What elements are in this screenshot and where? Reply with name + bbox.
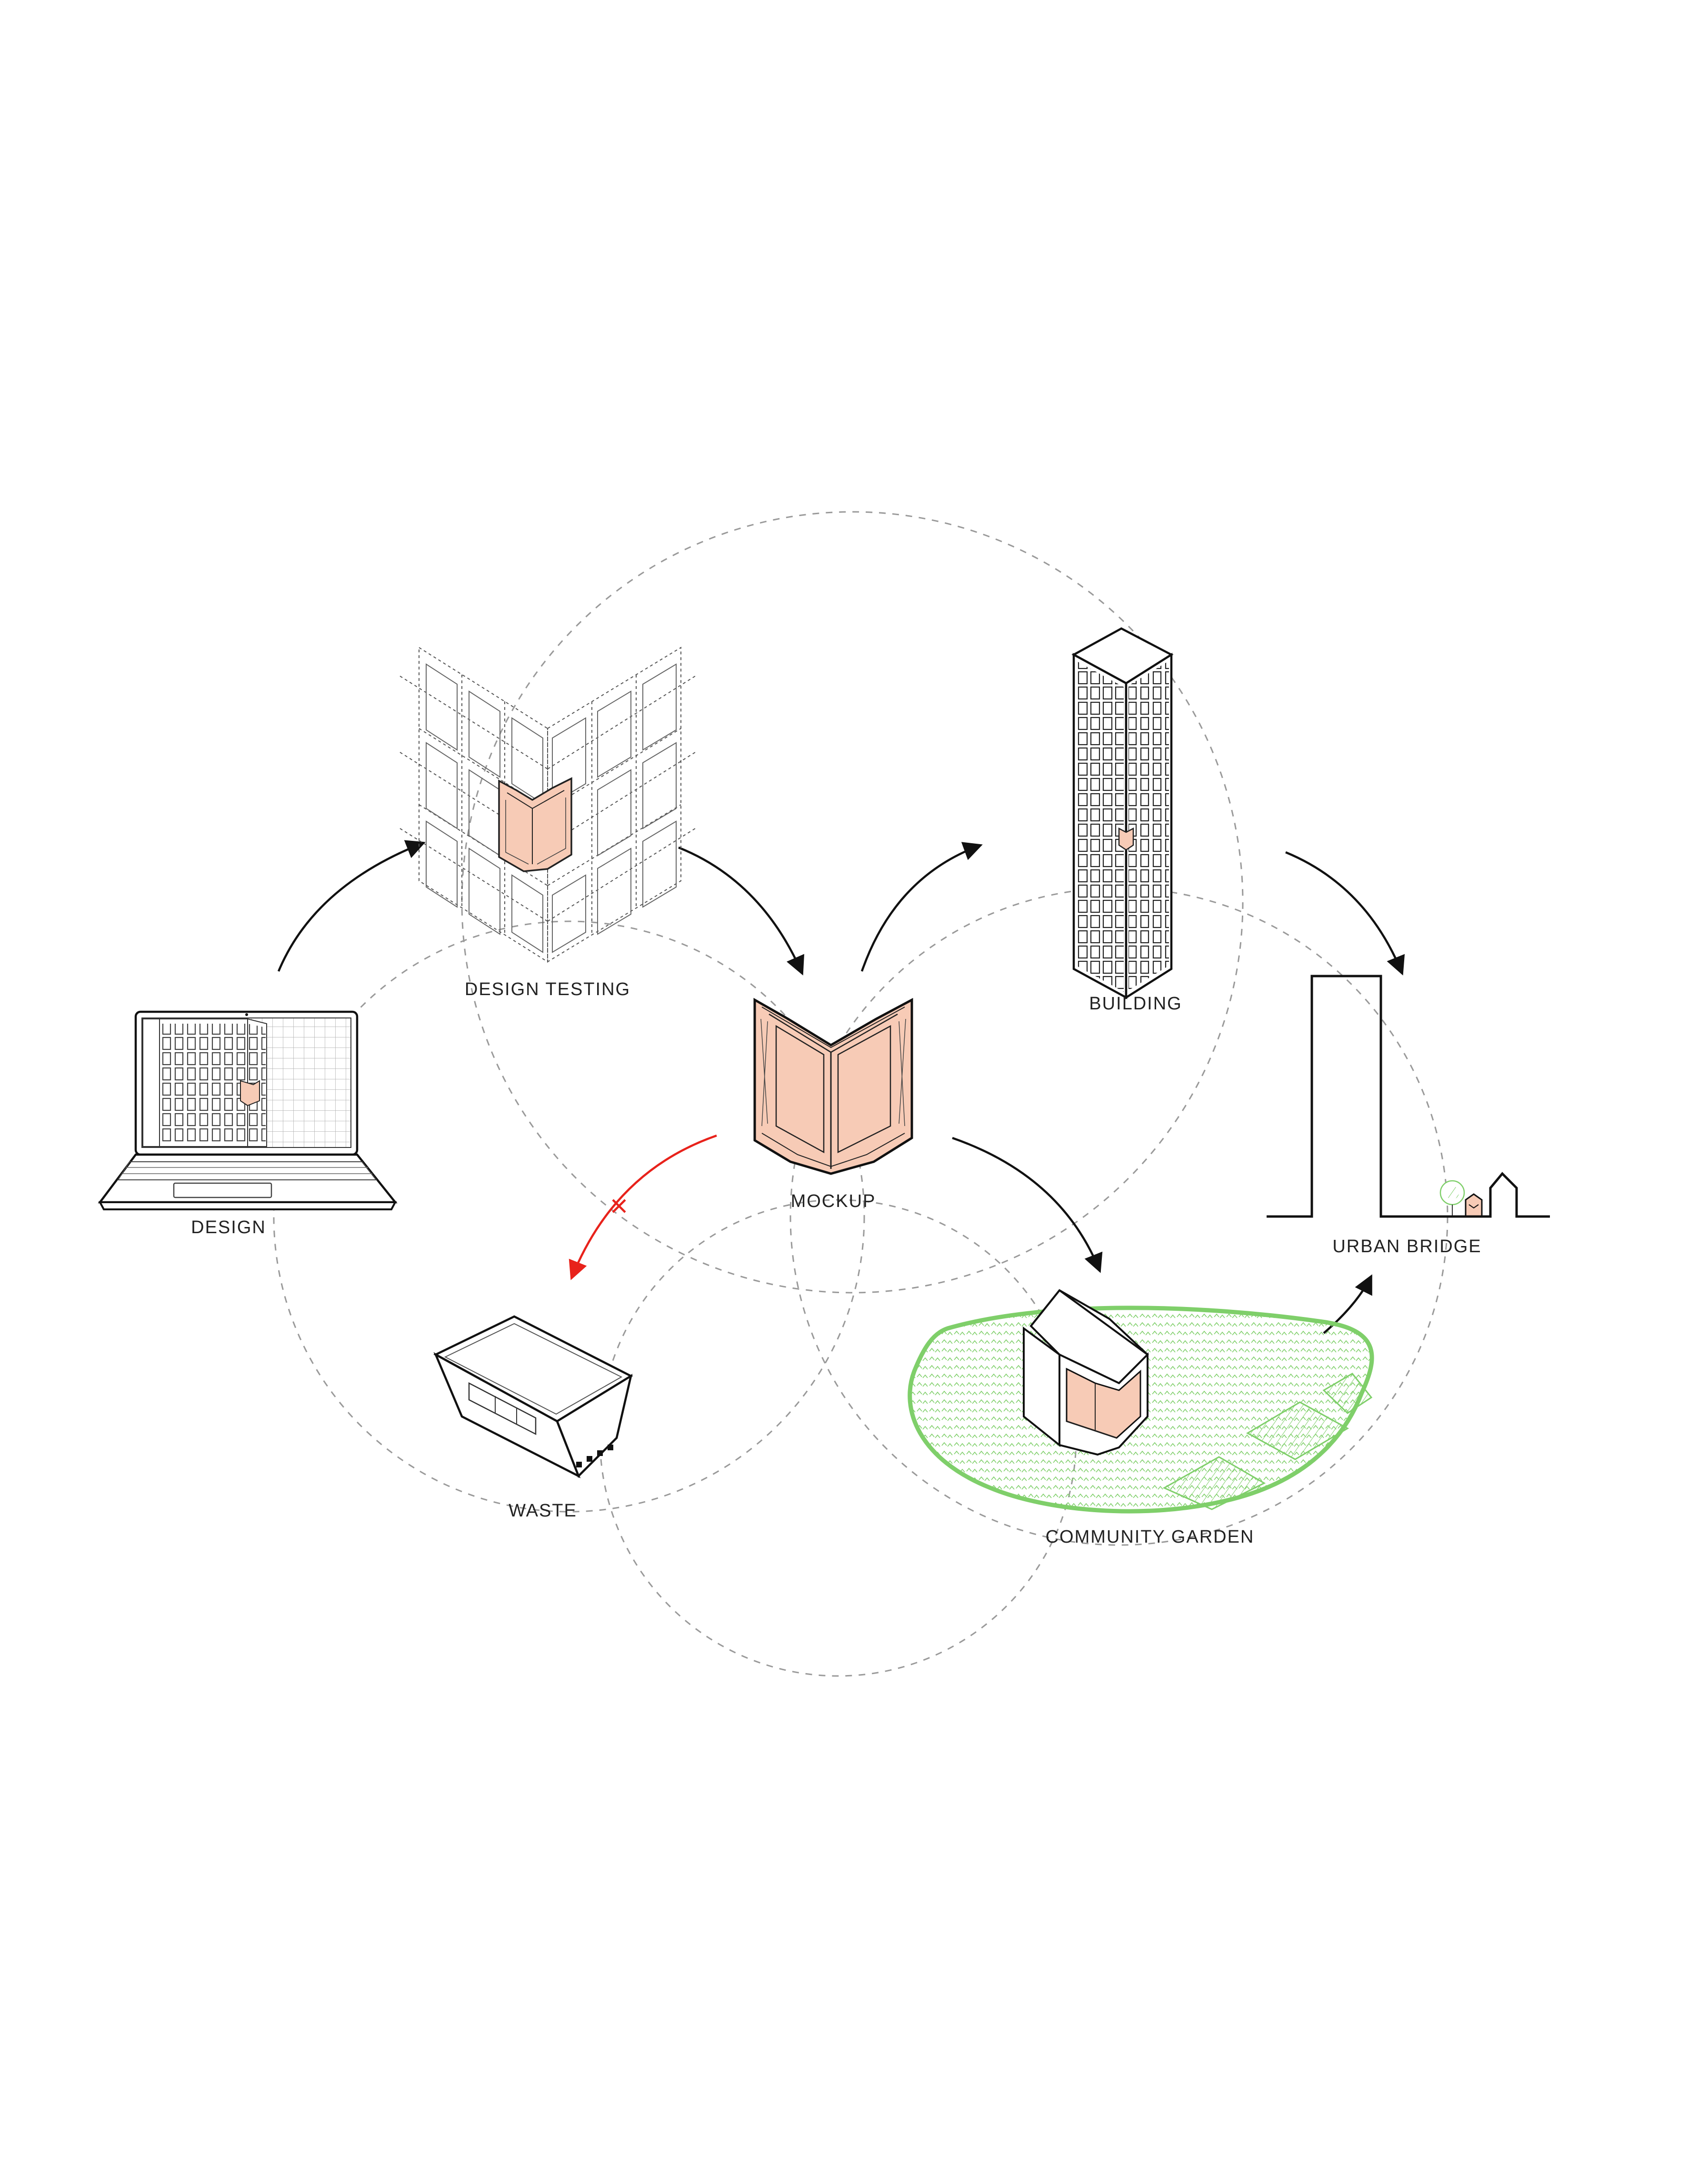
tower-icon bbox=[1071, 627, 1174, 1000]
skyline-icon bbox=[1267, 975, 1550, 1218]
design-label: DESIGN bbox=[191, 1217, 266, 1237]
mockup-label: MOCKUP bbox=[791, 1191, 876, 1211]
skip-bin-icon bbox=[433, 1315, 633, 1478]
flow-arrows bbox=[277, 840, 1405, 1334]
rejected-cross-icon bbox=[612, 1199, 626, 1213]
mockup-node: MOCKUP bbox=[753, 997, 913, 1211]
arrow-design-to-testing bbox=[277, 840, 426, 972]
arrow-building-to-urban-bridge bbox=[1285, 851, 1405, 976]
design-testing-node: DESIGN TESTING bbox=[400, 647, 696, 999]
design-node: DESIGN bbox=[98, 1010, 398, 1237]
corner-panel-icon bbox=[753, 997, 913, 1175]
urban-bridge-node: URBAN BRIDGE bbox=[1267, 975, 1550, 1257]
garden-pavilion-icon bbox=[908, 1289, 1374, 1514]
community-garden-node: COMMUNITY GARDEN bbox=[908, 1289, 1374, 1547]
arrow-mockup-to-waste-rejected bbox=[569, 1134, 717, 1280]
screen-building-render bbox=[142, 1018, 267, 1147]
guide-circle-top bbox=[461, 511, 1244, 1294]
design-testing-label: DESIGN TESTING bbox=[465, 979, 630, 999]
waste-node: WASTE bbox=[433, 1315, 633, 1521]
mini-tree-icon bbox=[1439, 1180, 1465, 1217]
arrow-mockup-to-building bbox=[860, 842, 983, 972]
building-node: BUILDING bbox=[1071, 627, 1182, 1014]
highlighted-corner-unit bbox=[498, 777, 572, 872]
community-garden-label: COMMUNITY GARDEN bbox=[1046, 1527, 1255, 1547]
facade-grid-icon bbox=[400, 647, 696, 963]
arrow-mockup-to-garden bbox=[952, 1137, 1103, 1273]
urban-bridge-label: URBAN BRIDGE bbox=[1332, 1237, 1481, 1257]
guide-circle-left bbox=[273, 920, 865, 1513]
laptop-icon bbox=[98, 1010, 398, 1210]
arrow-testing-to-mockup bbox=[678, 846, 804, 976]
building-label: BUILDING bbox=[1089, 994, 1182, 1014]
waste-label: WASTE bbox=[509, 1501, 577, 1521]
mini-pavilion-icon bbox=[1465, 1193, 1483, 1217]
